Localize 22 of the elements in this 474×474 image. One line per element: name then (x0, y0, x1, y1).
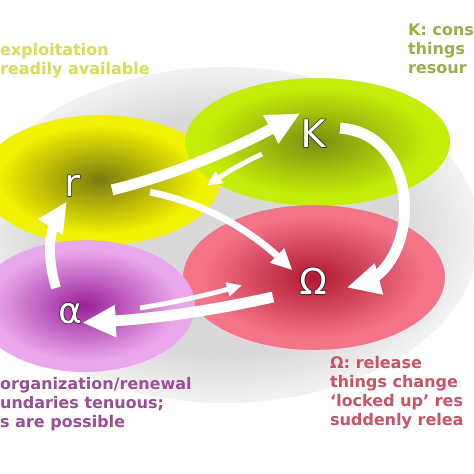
phase-description: s are possible (0, 412, 126, 431)
phase-letter: K (300, 115, 326, 153)
phase-description: undaries tenuous; (0, 393, 165, 412)
phase-description: suddenly relea (330, 410, 464, 429)
phase-description: exploitation (0, 40, 110, 59)
cycle-arrow (38, 202, 66, 290)
cycle-arrow (82, 292, 274, 338)
cycle-arrow (149, 188, 292, 270)
phase-description: ‘locked up’ res (330, 391, 464, 410)
phase-description: K: cons (408, 20, 474, 39)
phase-letter: Ω (299, 265, 327, 301)
phase-letter: r (64, 164, 80, 202)
phase-description: things (408, 39, 466, 58)
phase-description: things change (330, 372, 459, 391)
phase-description: resour (408, 58, 468, 77)
cycle-arrow (140, 282, 242, 310)
cycle-arrow (110, 114, 300, 196)
cycle-arrow (206, 152, 264, 186)
phase-description: organization/renewal (0, 374, 192, 393)
phase-letter: α (58, 294, 82, 330)
phase-description: Ω: release (330, 353, 423, 372)
phase-description: readily available (0, 59, 150, 78)
